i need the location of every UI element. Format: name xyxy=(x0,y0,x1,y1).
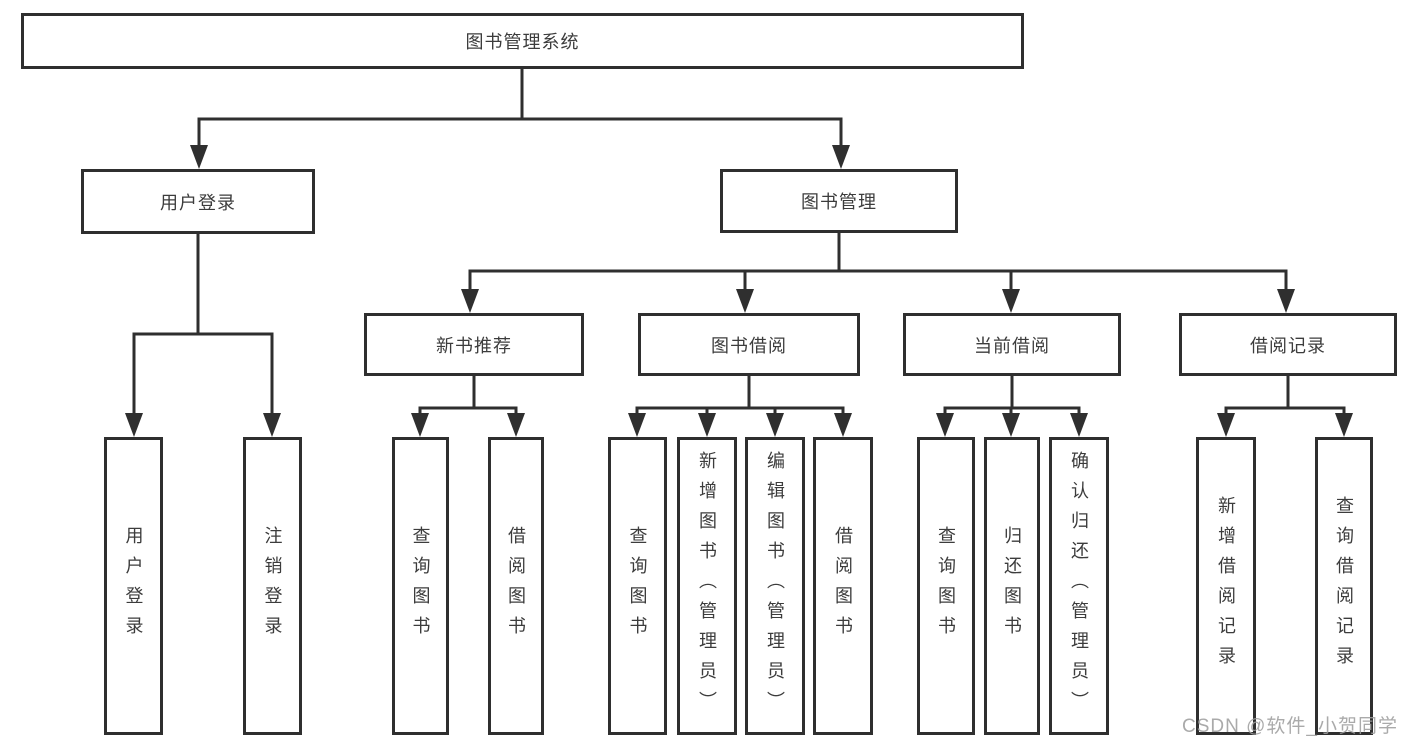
edge-currentborrow-branch xyxy=(943,406,1081,420)
node-leaf-add-borrow-record: 新增借阅记录 xyxy=(1196,437,1256,735)
node-label: 图书管理系统 xyxy=(465,32,580,52)
node-label: 确认归还（管理员） xyxy=(1069,451,1089,721)
node-label: 注销登录 xyxy=(262,526,283,646)
edge-newbook-branch xyxy=(418,406,518,420)
node-leaf-logout: 注销登录 xyxy=(243,437,302,735)
arrowhead xyxy=(263,413,281,437)
node-leaf-return-books: 归还图书 xyxy=(984,437,1040,735)
arrowhead xyxy=(1002,413,1020,437)
node-label: 新增借阅记录 xyxy=(1216,496,1236,676)
arrowhead xyxy=(736,289,754,313)
arrowhead xyxy=(834,413,852,437)
arrowhead xyxy=(698,413,716,437)
node-label: 借阅图书 xyxy=(833,526,853,646)
node-label: 借阅图书 xyxy=(506,526,526,646)
node-library-management-system: 图书管理系统 xyxy=(21,13,1024,69)
arrowhead xyxy=(936,413,954,437)
arrowhead xyxy=(1277,289,1295,313)
node-label: 用户登录 xyxy=(160,192,236,213)
node-leaf-query-books-3: 查询图书 xyxy=(917,437,975,735)
edge-userlogin-branch xyxy=(132,332,274,418)
edge-borrowrecord-branch xyxy=(1224,406,1346,420)
node-leaf-borrow-books-1: 借阅图书 xyxy=(488,437,544,735)
arrowhead xyxy=(1217,413,1235,437)
node-leaf-query-books-1: 查询图书 xyxy=(392,437,449,735)
arrowhead xyxy=(461,289,479,313)
node-leaf-user-login: 用户登录 xyxy=(104,437,163,735)
edge-root-branch xyxy=(197,117,843,150)
node-label: 查询图书 xyxy=(627,526,648,646)
node-book-management: 图书管理 xyxy=(720,169,958,233)
node-label: 图书管理 xyxy=(801,192,877,212)
node-label: 查询图书 xyxy=(936,526,956,646)
node-label: 新增图书（管理员） xyxy=(697,451,717,721)
arrowhead xyxy=(1335,413,1353,437)
arrowhead xyxy=(190,145,208,169)
node-user-login: 用户登录 xyxy=(81,169,315,234)
node-borrowing-records: 借阅记录 xyxy=(1179,313,1397,376)
node-new-book-recommendation: 新书推荐 xyxy=(364,313,584,376)
node-label: 用户登录 xyxy=(123,526,144,646)
arrowhead xyxy=(507,413,525,437)
node-leaf-add-book-admin: 新增图书（管理员） xyxy=(677,437,737,735)
node-label: 编辑图书（管理员） xyxy=(765,451,785,721)
arrowhead xyxy=(1070,413,1088,437)
node-label: 归还图书 xyxy=(1002,526,1022,646)
node-label: 新书推荐 xyxy=(436,335,512,356)
node-leaf-query-books-2: 查询图书 xyxy=(608,437,667,735)
node-book-borrowing: 图书借阅 xyxy=(638,313,860,376)
arrowhead xyxy=(1002,289,1020,313)
node-label: 查询图书 xyxy=(410,526,431,646)
node-label: 借阅记录 xyxy=(1250,335,1326,356)
edge-bookborrow-branch xyxy=(635,406,845,420)
node-label: 当前借阅 xyxy=(974,335,1050,356)
node-leaf-edit-book-admin: 编辑图书（管理员） xyxy=(745,437,805,735)
node-leaf-borrow-books-2: 借阅图书 xyxy=(813,437,873,735)
arrowhead xyxy=(411,413,429,437)
node-label: 查询借阅记录 xyxy=(1334,496,1354,676)
node-leaf-query-borrow-record: 查询借阅记录 xyxy=(1315,437,1373,735)
node-label: 图书借阅 xyxy=(711,335,787,356)
edge-bookmgmt-branch xyxy=(468,269,1288,294)
arrowhead xyxy=(125,413,143,437)
csdn-watermark: CSDN @软件_小贺同学 xyxy=(1182,716,1398,737)
arrowhead xyxy=(766,413,784,437)
arrowhead xyxy=(832,145,850,169)
arrowhead xyxy=(628,413,646,437)
node-leaf-confirm-return-admin: 确认归还（管理员） xyxy=(1049,437,1109,735)
node-current-borrowing: 当前借阅 xyxy=(903,313,1121,376)
